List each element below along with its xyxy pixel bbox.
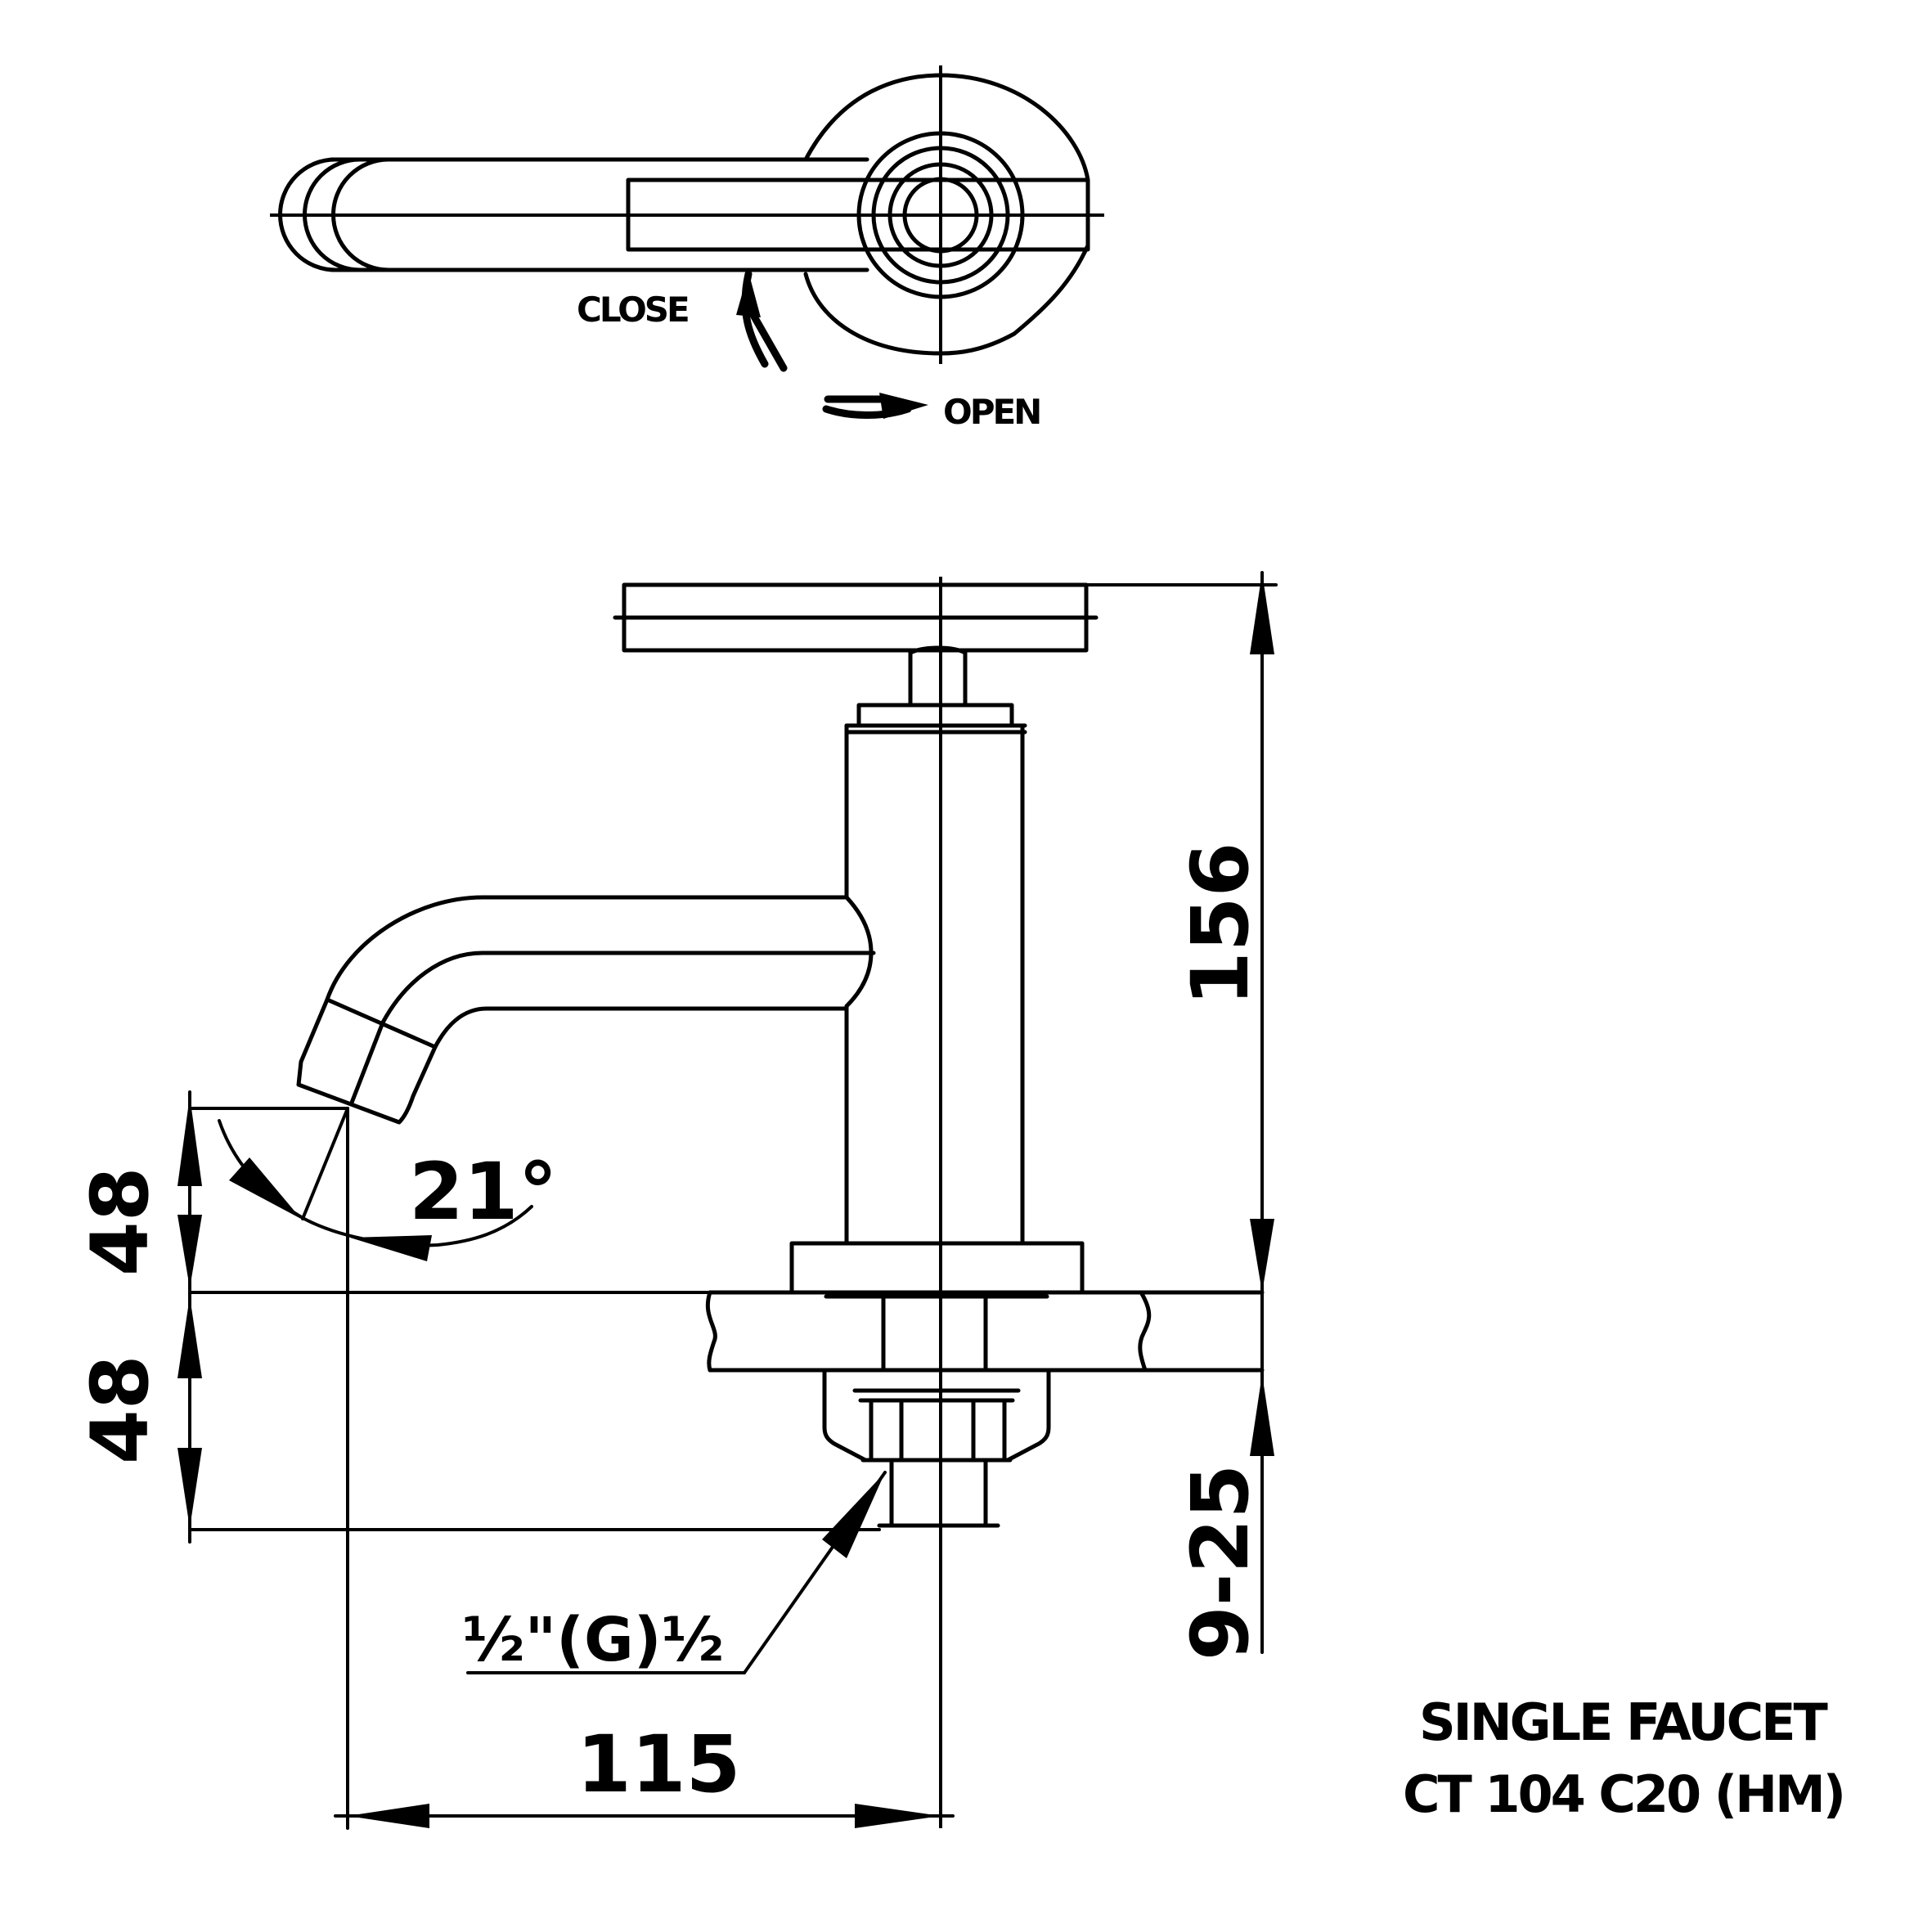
spout-tip-outline: [278, 157, 362, 272]
lock-nut: [822, 1368, 1051, 1463]
dim-spout-angle-label: 21°: [409, 1146, 558, 1238]
deck-break-right: [1138, 1290, 1152, 1373]
dimension-overall-height: 156: [1086, 571, 1278, 1654]
thread-spec-label: ½"(G)½: [462, 1605, 724, 1675]
deck-break-left: [705, 1290, 717, 1373]
dim-spout-reach-label: 115: [577, 1719, 740, 1810]
base-flange: [789, 1241, 1085, 1295]
spout-inner: [433, 1006, 849, 1049]
dimension-spout-reach: 115: [334, 1107, 955, 1830]
inlet-shank: [877, 1458, 1000, 1528]
spout-top-outline: [303, 157, 869, 272]
thread-spec-leader: ½"(G)½: [462, 1471, 887, 1675]
valve-ring-outer: [856, 131, 1025, 299]
dim-overall-height-label: 156: [1175, 843, 1266, 1006]
title-block: SINGLE FAUCET CT 104 C20 (HM): [1403, 1692, 1846, 1824]
dimension-spout-height: 48 48: [74, 1090, 881, 1544]
lever-handle-top: [626, 178, 1090, 252]
aerator-divider: [349, 1020, 385, 1105]
title-line-2: CT 104 C20 (HM): [1403, 1764, 1844, 1824]
close-label: CLOSE: [577, 290, 688, 330]
open-arrow: [822, 393, 928, 419]
dimension-deck-thickness: 9-25: [1175, 1374, 1274, 1661]
spout-outer: [325, 895, 849, 1002]
dim-spout-height-upper-label: 48: [74, 1166, 166, 1276]
side-view: [296, 577, 1265, 1828]
dim-deck-thickness-label: 9-25: [1175, 1464, 1266, 1661]
valve-ring-middle: [871, 146, 1010, 285]
shank-through-deck: [881, 1294, 988, 1373]
spout-center-line: [380, 951, 876, 1025]
lock-nut-ribs: [869, 1398, 1007, 1463]
dim-spout-height-lower-label: 48: [74, 1355, 166, 1464]
top-view: CLOSE OPEN: [270, 65, 1104, 432]
close-arrow: [736, 270, 788, 372]
title-line-1: SINGLE FAUCET: [1419, 1692, 1827, 1752]
bonnet-cap: [856, 703, 1014, 728]
lock-nut-washer: [852, 1388, 1021, 1403]
handle-stem: [908, 645, 968, 708]
valve-ring-inner: [887, 162, 994, 268]
aerator-nozzle: [296, 997, 438, 1125]
dimension-spout-angle: 21°: [218, 1107, 558, 1261]
escutcheon-outline: [803, 73, 1090, 356]
open-label: OPEN: [943, 392, 1040, 432]
